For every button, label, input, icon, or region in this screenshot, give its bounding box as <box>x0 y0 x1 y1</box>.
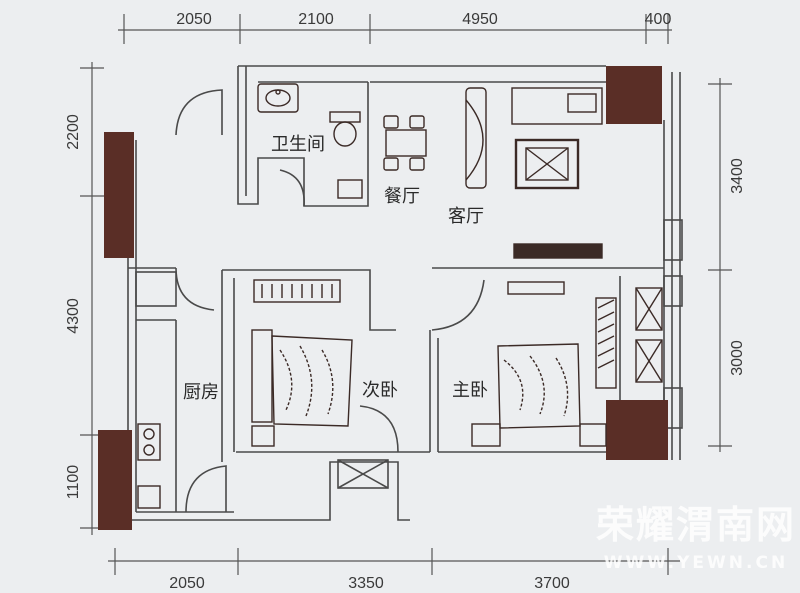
wall-pillar-left-upper <box>104 132 134 258</box>
dim-left-2: 4300 <box>65 298 82 334</box>
dim-top-4: 400 <box>645 11 672 28</box>
dim-right-1: 3400 <box>729 158 746 194</box>
walls-outline <box>127 65 683 521</box>
bed-icon <box>271 335 353 427</box>
dim-top-2: 2100 <box>298 11 334 28</box>
second-bedroom-furniture <box>251 279 353 447</box>
stove-burner-icon <box>143 428 155 440</box>
kitchen-fixtures <box>137 423 161 509</box>
toilet-icon <box>333 121 357 147</box>
bed-icon <box>497 343 581 429</box>
dim-bottom-2: 3350 <box>348 575 384 592</box>
room-label-living: 客厅 <box>448 206 484 227</box>
dining-table <box>383 115 427 171</box>
watermark-url: WWW.YEWN.CN <box>604 553 788 573</box>
bathroom-fixtures <box>257 83 363 199</box>
doors <box>175 89 485 513</box>
room-label-bathroom: 卫生间 <box>271 134 325 155</box>
washbasin-icon <box>265 89 291 107</box>
dim-left-3: 1100 <box>65 465 82 500</box>
stove-burner-icon <box>143 444 155 456</box>
wall-pillar-top-right <box>606 66 662 124</box>
dim-bottom-3: 3700 <box>534 575 570 592</box>
dim-left-1: 2200 <box>65 114 82 150</box>
dimension-lines <box>80 14 732 575</box>
room-label-master-bedroom: 主卧 <box>452 380 488 401</box>
watermark-brand: 荣耀渭南网 <box>596 503 796 547</box>
dim-top-3: 4950 <box>462 11 498 28</box>
room-label-kitchen: 厨房 <box>183 382 219 403</box>
dim-bottom-1: 2050 <box>169 575 205 592</box>
wall-pillar-left-lower <box>98 430 132 530</box>
living-room-furniture <box>465 87 603 259</box>
room-label-second-bedroom: 次卧 <box>362 380 398 401</box>
room-label-dining: 餐厅 <box>384 186 420 207</box>
dim-top-1: 2050 <box>176 11 212 28</box>
master-bedroom-furniture <box>471 281 663 447</box>
wall-pillar-bottom-right <box>606 400 668 460</box>
dim-right-2: 3000 <box>729 340 746 376</box>
